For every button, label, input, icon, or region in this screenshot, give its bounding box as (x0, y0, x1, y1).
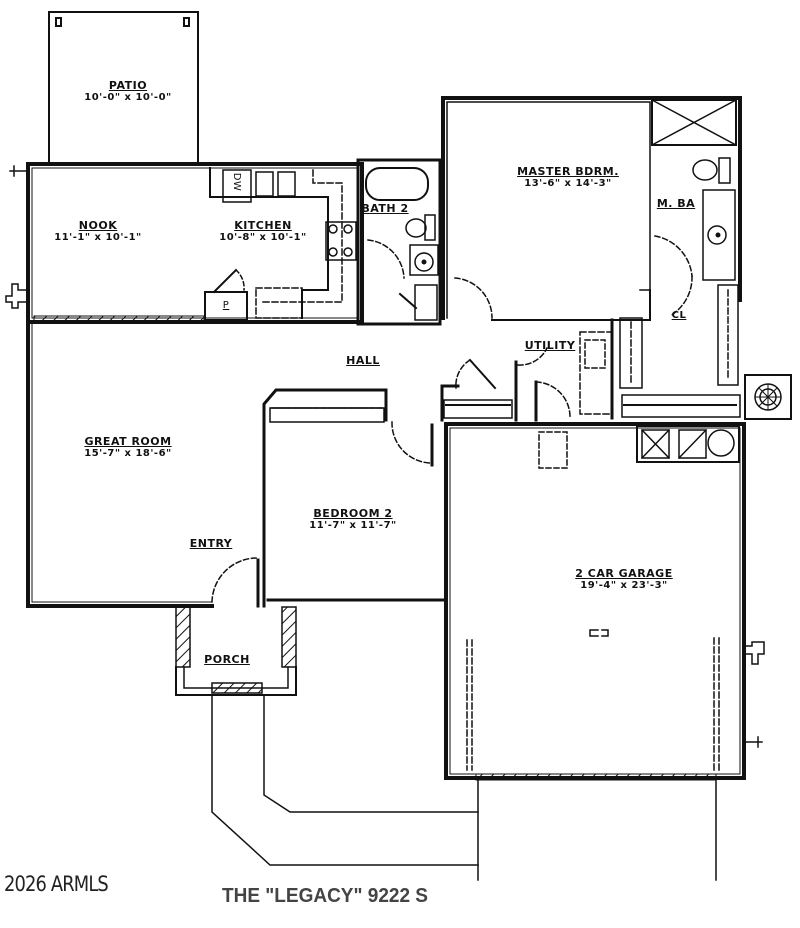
ac-unit (744, 374, 792, 420)
nook-name: NOOK (78, 219, 118, 232)
porch-name: PORCH (204, 653, 250, 666)
room-label-great-room: GREAT ROOM 15'-7" x 18'-6" (64, 436, 192, 460)
entry-name: ENTRY (189, 537, 233, 550)
room-label-garage: 2 CAR GARAGE 19'-4" x 23'-3" (554, 568, 694, 592)
room-label-hall: HALL (338, 355, 388, 367)
room-label-bedroom2: BEDROOM 2 11'-7" x 11'-7" (298, 508, 408, 532)
room-label-patio: PATIO 10'-0" x 10'-0" (58, 80, 198, 104)
great-room-name: GREAT ROOM (84, 435, 172, 448)
great-room-walls (26, 320, 260, 608)
master-bath-name: M. BA (656, 197, 696, 210)
room-label-master-bath: M. BA (656, 198, 696, 210)
patio-outline (48, 11, 199, 166)
room-label-master-bdrm: MASTER BDRM. 13'-6" x 14'-3" (500, 166, 636, 190)
master-bdrm-dimensions: 13'-6" x 14'-3" (524, 178, 612, 189)
master-bath-walls (619, 98, 741, 418)
utility-name: UTILITY (524, 339, 576, 352)
room-label-bath2: BATH 2 (360, 203, 410, 215)
garage-walls (444, 422, 765, 781)
bath2-name: BATH 2 (361, 202, 409, 215)
patio-name: PATIO (108, 79, 148, 92)
walkway-lines (211, 694, 717, 881)
bedroom2-name: BEDROOM 2 (313, 507, 393, 520)
room-label-utility: UTILITY (520, 340, 580, 352)
master-bedroom-walls (441, 96, 742, 321)
nook-dimensions: 11'-1" x 10'-1" (54, 232, 142, 243)
garage-name: 2 CAR GARAGE (575, 567, 673, 580)
room-label-nook: NOOK 11'-1" x 10'-1" (46, 220, 150, 244)
patio-dimensions: 10'-0" x 10'-0" (84, 92, 172, 103)
plan-title: THE "LEGACY" 9222 S (222, 885, 428, 907)
porch-walls (175, 606, 297, 696)
dishwasher-label: DW (231, 172, 242, 192)
kitchen-counters (204, 167, 357, 321)
closet-name: CL (671, 310, 687, 321)
kitchen-dimensions: 10'-8" x 10'-1" (219, 232, 307, 243)
hall-name: HALL (346, 354, 380, 367)
room-label-entry: ENTRY (180, 538, 242, 550)
master-bdrm-name: MASTER BDRM. (517, 165, 619, 178)
bath2-walls (356, 158, 442, 326)
room-label-kitchen: KITCHEN 10'-8" x 10'-1" (206, 220, 320, 244)
utility-walls (440, 318, 614, 422)
pantry-label: P (222, 300, 230, 311)
copyright-watermark: 2026 ARMLS (4, 872, 109, 896)
bedroom2-walls (262, 388, 448, 608)
bedroom2-dimensions: 11'-7" x 11'-7" (309, 520, 397, 531)
kitchen-name: KITCHEN (234, 219, 292, 232)
great-room-dimensions: 15'-7" x 18'-6" (84, 448, 172, 459)
room-label-closet: CL (668, 310, 690, 322)
room-label-porch: PORCH (194, 654, 260, 666)
garage-dimensions: 19'-4" x 23'-3" (580, 580, 668, 591)
